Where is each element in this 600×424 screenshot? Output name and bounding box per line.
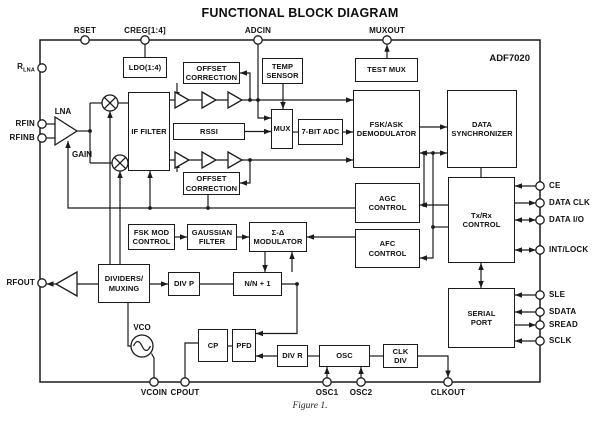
pin-clkout bbox=[443, 377, 453, 387]
block-pfd: PFD bbox=[232, 329, 256, 362]
pin-label-vcoin: VCOIN bbox=[140, 388, 168, 397]
lna-amplifier-icon bbox=[54, 115, 79, 147]
pin-data-io bbox=[535, 215, 545, 225]
junction-dots bbox=[88, 98, 435, 286]
pin-osc1 bbox=[322, 377, 332, 387]
block-n-n-plus-1: N/N + 1 bbox=[233, 272, 282, 296]
chip-name: ADF7020 bbox=[489, 53, 530, 64]
pin-label-rfinb: RFINB bbox=[9, 133, 35, 142]
chip-border bbox=[39, 39, 541, 383]
block-test-mux: TEST MUX bbox=[355, 58, 418, 82]
block-cp: CP bbox=[198, 329, 228, 362]
page-title: FUNCTIONAL BLOCK DIAGRAM bbox=[201, 6, 399, 20]
pin-rlna bbox=[37, 63, 47, 73]
block-ldo: LDO(1:4) bbox=[123, 57, 167, 78]
block-mux: MUX bbox=[271, 109, 293, 149]
pin-muxout bbox=[382, 35, 392, 45]
pin-label-osc2: OSC2 bbox=[349, 388, 373, 397]
pin-vcoin bbox=[149, 377, 159, 387]
pin-osc2 bbox=[356, 377, 366, 387]
amplifier-icon bbox=[227, 150, 244, 170]
pin-rfin bbox=[37, 119, 47, 129]
block-afc-control: AFC CONTROL bbox=[355, 229, 420, 268]
pin-sdata bbox=[535, 307, 545, 317]
block-sigma-delta-modulator: Σ-Δ MODULATOR bbox=[249, 222, 307, 252]
pin-label-sdata: SDATA bbox=[549, 307, 577, 316]
block-osc: OSC bbox=[319, 345, 370, 367]
pa-amplifier-icon bbox=[54, 270, 78, 298]
pin-rfinb bbox=[37, 133, 47, 143]
pin-label-clkout: CLKOUT bbox=[430, 388, 466, 397]
label-vco: VCO bbox=[133, 323, 151, 332]
block-serial-port: SERIAL PORT bbox=[448, 288, 515, 348]
pin-data-clk bbox=[535, 198, 545, 208]
amplifier-icon bbox=[174, 150, 191, 170]
block-if-filter: IF FILTER bbox=[128, 92, 170, 171]
block-gaussian-filter: GAUSSIAN FILTER bbox=[187, 224, 237, 250]
label-gain: GAIN bbox=[72, 150, 92, 159]
pin-label-rfin: RFIN bbox=[15, 119, 35, 128]
pin-label-osc1: OSC1 bbox=[315, 388, 339, 397]
block-rssi: RSSI bbox=[173, 123, 245, 140]
pin-creg bbox=[140, 35, 150, 45]
amplifier-icon bbox=[227, 90, 244, 110]
pin-label-data-io: DATA I/O bbox=[549, 215, 585, 224]
pin-label-sclk: SCLK bbox=[549, 336, 572, 345]
block-offset-correction-bottom: OFFSET CORRECTION bbox=[183, 172, 240, 195]
block-temp-sensor: TEMP SENSOR bbox=[262, 58, 303, 84]
package-pins bbox=[37, 35, 545, 387]
pin-rfout bbox=[37, 278, 47, 288]
pin-ce bbox=[535, 181, 545, 191]
vco-oscillator-icon bbox=[130, 334, 154, 358]
block-div-p: DIV P bbox=[168, 272, 200, 296]
block-fsk-ask-demodulator: FSK/ASK DEMODULATOR bbox=[353, 90, 420, 168]
block-agc-control: AGC CONTROL bbox=[355, 183, 420, 223]
pin-sclk bbox=[535, 336, 545, 346]
block-dividers-muxing: DIVIDERS/ MUXING bbox=[98, 264, 150, 303]
rlna-main: R bbox=[17, 62, 24, 71]
amplifier-icon bbox=[201, 90, 218, 110]
pin-adcin bbox=[253, 35, 263, 45]
pin-label-data-clk: DATA CLK bbox=[549, 198, 590, 207]
pin-label-rset: RSET bbox=[73, 26, 97, 35]
pin-label-muxout: MUXOUT bbox=[369, 26, 405, 35]
pin-label-cpout: CPOUT bbox=[170, 388, 200, 397]
pin-label-rlna: RLNA bbox=[6, 63, 35, 74]
rlna-sub: LNA bbox=[23, 67, 35, 74]
mixer-icon bbox=[101, 94, 129, 172]
pin-int-lock bbox=[535, 245, 545, 255]
block-clk-div: CLK DIV bbox=[383, 344, 418, 368]
pin-label-int-lock: INT/LOCK bbox=[549, 245, 589, 254]
pin-label-sle: SLE bbox=[549, 290, 566, 299]
pin-label-sread: SREAD bbox=[549, 320, 579, 329]
pin-cpout bbox=[180, 377, 190, 387]
pin-label-adcin: ADCIN bbox=[244, 26, 272, 35]
block-offset-correction-top: OFFSET CORRECTION bbox=[183, 62, 240, 84]
amplifier-icon bbox=[201, 150, 218, 170]
pin-sle bbox=[535, 290, 545, 300]
amplifier-icon bbox=[174, 90, 191, 110]
block-fsk-mod-control: FSK MOD CONTROL bbox=[128, 224, 175, 250]
block-data-synchronizer: DATA SYNCHRONIZER bbox=[447, 90, 517, 168]
block-txrx-control: Tx/Rx CONTROL bbox=[448, 177, 515, 263]
pin-label-creg: CREG[1:4] bbox=[124, 26, 166, 35]
pin-label-ce: CE bbox=[549, 181, 561, 190]
figure-caption: Figure 1. bbox=[292, 401, 328, 411]
pin-sread bbox=[535, 320, 545, 330]
pin-label-rfout: RFOUT bbox=[6, 278, 35, 287]
pin-rset bbox=[80, 35, 90, 45]
block-div-r: DIV R bbox=[277, 345, 308, 367]
label-lna: LNA bbox=[54, 107, 72, 116]
block-7bit-adc: 7-BIT ADC bbox=[298, 119, 343, 145]
